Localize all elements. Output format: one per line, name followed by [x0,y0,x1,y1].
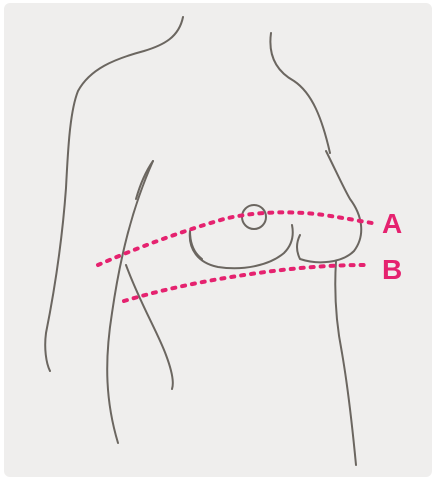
measurement-diagram: A B [4,3,432,477]
measurement-label-a: A [382,208,402,239]
measurement-diagram-panel: A B [4,3,432,477]
measurement-label-b: B [382,254,402,285]
diagram-background [4,3,432,477]
